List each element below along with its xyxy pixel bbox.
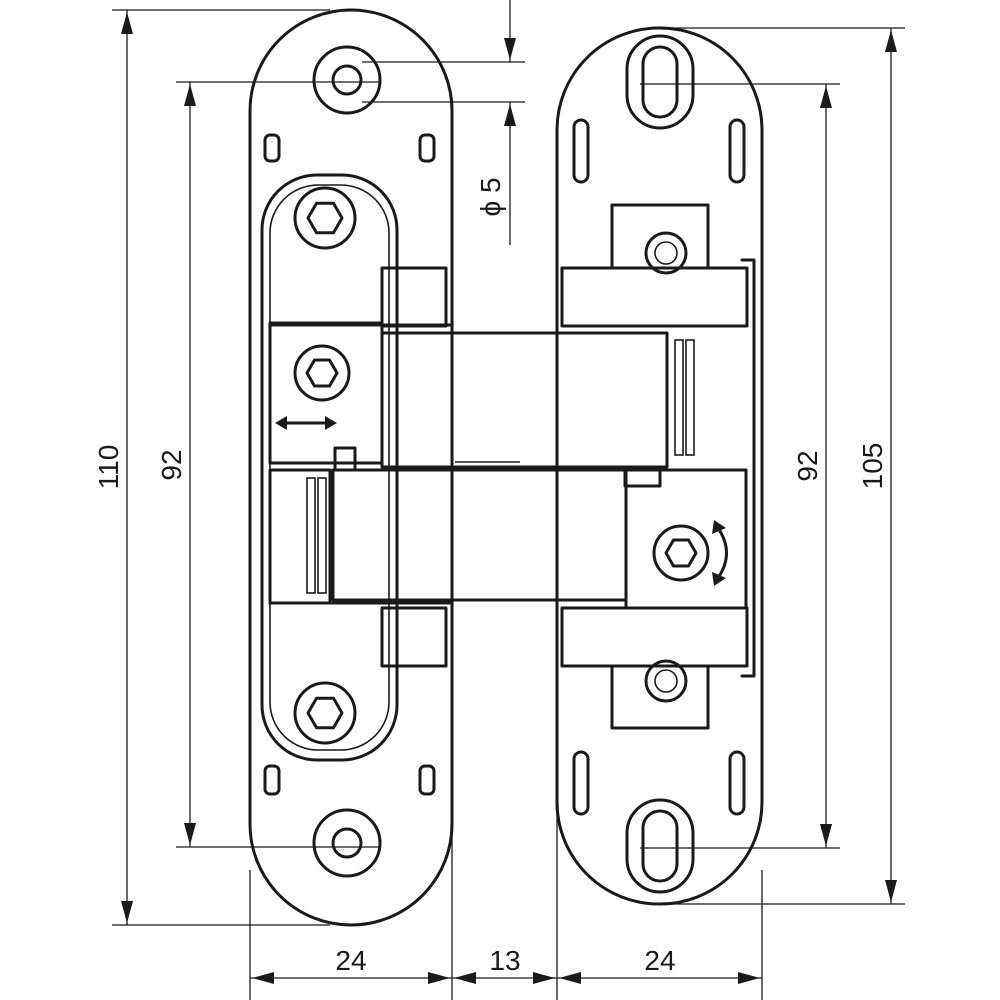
dimension-mount-pitch-left: 92 bbox=[156, 81, 380, 848]
dimension-label-105: 105 bbox=[857, 443, 888, 490]
right-lower-bracket bbox=[610, 664, 710, 730]
right-pin bbox=[674, 339, 684, 456]
left-bottom-mounting-boss bbox=[312, 808, 382, 878]
left-top-screw-hex bbox=[306, 201, 344, 235]
left-slot bbox=[418, 133, 436, 163]
horizontal-adjust-arrow-icon bbox=[275, 416, 337, 430]
right-top-mounting-slot bbox=[641, 45, 679, 119]
dimension-overall-height-right: 105 bbox=[660, 27, 905, 905]
left-inner-plate-edge bbox=[269, 184, 390, 751]
right-leaf-outline bbox=[555, 26, 764, 906]
left-slot bbox=[418, 764, 436, 796]
right-lower-pin bbox=[644, 659, 688, 703]
left-top-mounting-boss bbox=[312, 45, 382, 115]
right-leaf bbox=[555, 26, 764, 906]
arm-step bbox=[333, 446, 357, 472]
dimension-label-92-right: 92 bbox=[792, 450, 823, 481]
left-bottom-screw bbox=[293, 681, 357, 745]
left-slot bbox=[263, 133, 281, 163]
dimension-label-24-left: 24 bbox=[335, 945, 366, 976]
left-adjust-screw-hex bbox=[305, 358, 339, 388]
left-pin bbox=[306, 477, 316, 594]
left-bottom-screw-hex bbox=[306, 696, 344, 730]
left-adjust-screw bbox=[293, 344, 351, 402]
arm-step bbox=[623, 468, 662, 488]
right-adjust-screw bbox=[652, 524, 710, 582]
left-body-lower bbox=[268, 468, 332, 605]
right-bottom-mounting-slot bbox=[641, 809, 679, 883]
dimension-hole-diameter: ϕ 5 bbox=[362, 0, 525, 245]
dimension-overall-height-left: 110 bbox=[93, 9, 330, 926]
dimension-label-diameter-5: ϕ 5 bbox=[475, 177, 506, 216]
left-top-screw bbox=[293, 186, 357, 250]
right-pin bbox=[685, 339, 695, 456]
right-slot bbox=[728, 750, 746, 816]
right-lower-pin-center bbox=[654, 669, 678, 693]
dimension-widths: 24 13 24 bbox=[249, 600, 763, 1000]
upper-arm bbox=[380, 331, 669, 469]
right-slot bbox=[572, 118, 590, 184]
hinge-arms bbox=[331, 331, 669, 602]
right-upper-block bbox=[560, 266, 749, 328]
dimension-label-24-right: 24 bbox=[644, 945, 675, 976]
left-lower-block bbox=[380, 606, 448, 668]
left-pin bbox=[317, 477, 327, 594]
left-inner-plate bbox=[260, 173, 399, 762]
left-slot bbox=[263, 764, 281, 796]
dimension-label-92-left: 92 bbox=[156, 449, 187, 480]
left-top-mounting-hole bbox=[331, 64, 363, 96]
right-slot bbox=[572, 750, 590, 816]
left-body-upper bbox=[268, 321, 384, 465]
dimension-label-110: 110 bbox=[93, 445, 124, 490]
lower-arm bbox=[331, 468, 628, 602]
dimension-mount-pitch-right: 92 bbox=[640, 83, 840, 849]
right-bottom-slot-boss bbox=[625, 798, 695, 894]
right-upper-bracket bbox=[610, 203, 710, 270]
left-upper-block bbox=[380, 266, 448, 328]
right-adjust-screw-hex bbox=[664, 538, 698, 568]
dimension-label-13: 13 bbox=[489, 945, 520, 976]
right-upper-pin bbox=[644, 231, 688, 275]
right-edge bbox=[740, 258, 756, 678]
right-top-slot-boss bbox=[625, 34, 695, 130]
right-body-lower bbox=[624, 468, 748, 610]
right-lower-block bbox=[560, 606, 749, 668]
right-upper-pin-center bbox=[654, 241, 678, 265]
rotation-adjust-arrow-icon bbox=[712, 520, 728, 586]
left-bottom-mounting-hole bbox=[331, 827, 363, 859]
right-slot bbox=[728, 118, 746, 184]
